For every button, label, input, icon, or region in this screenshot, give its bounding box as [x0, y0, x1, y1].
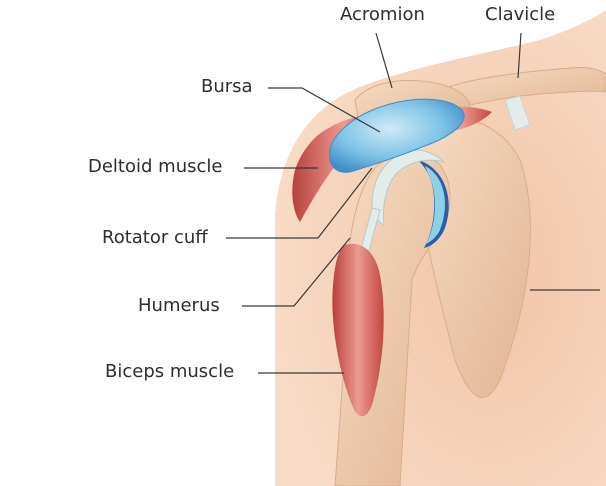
leader-rotator-cuff — [226, 167, 373, 239]
biceps-muscle — [332, 243, 384, 417]
leader-bursa — [268, 87, 381, 133]
label-bursa: Bursa — [201, 76, 253, 97]
label-biceps-muscle: Biceps muscle — [105, 361, 235, 382]
leader-humerus — [242, 237, 351, 307]
bursa — [328, 98, 465, 173]
leader-lines — [226, 32, 600, 374]
glenoid-cartilage-light — [425, 166, 445, 244]
label-clavicle: Clavicle — [485, 4, 556, 25]
label-rotator-cuff: Rotator cuff — [102, 227, 208, 248]
leader-clavicle — [517, 32, 522, 79]
label-acromion: Acromion — [340, 4, 425, 25]
label-deltoid-muscle: Deltoid muscle — [88, 156, 223, 177]
ligament — [504, 95, 531, 131]
clavicle — [439, 67, 606, 111]
label-humerus: Humerus — [138, 295, 220, 316]
leader-acromion — [375, 32, 393, 89]
deltoid-muscle — [292, 112, 395, 222]
